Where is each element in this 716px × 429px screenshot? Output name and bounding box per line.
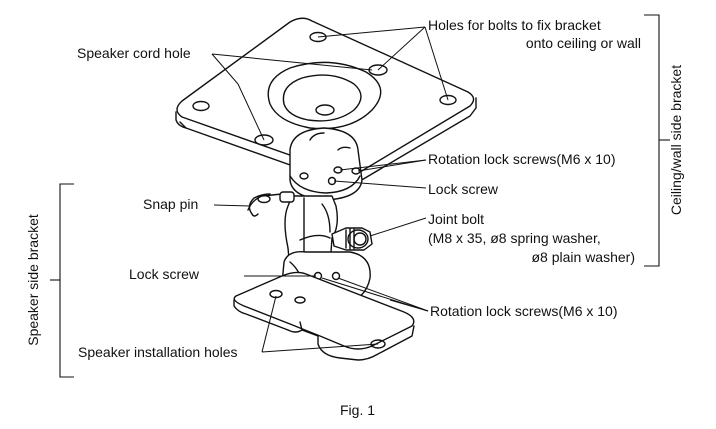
speaker-bracket-brace: [59, 183, 74, 378]
ceiling-bracket-brace: [644, 14, 660, 267]
bolt-holes-label-line1: Holes for bolts to fix bracket: [428, 17, 601, 33]
joint-bolt-icon: [331, 227, 373, 251]
leader-line: [211, 53, 373, 71]
leader-line: [237, 83, 265, 141]
speaker-cord-hole: [254, 134, 274, 146]
leader-line: [337, 277, 429, 312]
joint-bolt-label-line3: ø8 plain washer): [531, 249, 636, 265]
bolt-hole: [309, 31, 327, 43]
speaker-plate: [233, 271, 415, 361]
leader-line: [211, 53, 239, 85]
speaker-cord-hole-label: Speaker cord hole: [77, 45, 191, 61]
leader-line: [333, 180, 427, 189]
leader-line: [261, 295, 277, 353]
rotation-lock-screws-lower-label: Rotation lock screws(M6 x 10): [430, 303, 618, 319]
leader-line: [213, 204, 251, 207]
rotation-lock-screws-upper-label: Rotation lock screws(M6 x 10): [428, 151, 616, 167]
leader-line: [261, 343, 379, 353]
lock-screw-upper-label: Lock screw: [428, 181, 499, 197]
leader-line: [424, 26, 449, 101]
speaker-installation-holes-label: Speaker installation holes: [78, 344, 238, 360]
figure-caption: Fig. 1: [340, 402, 376, 418]
bolt-holes-label-line2: onto ceiling or wall: [525, 35, 641, 51]
leader-line: [369, 217, 427, 237]
snap-pin-icon: [247, 191, 295, 217]
upper-swivel-body: [289, 127, 363, 201]
joint-bolt-label-line1: Joint bolt: [428, 211, 485, 227]
snap-pin-label: Snap pin: [143, 196, 199, 212]
bolt-hole: [192, 100, 210, 112]
bolt-hole: [439, 94, 457, 106]
speaker-installation-hole: [294, 296, 306, 304]
leader-line: [317, 26, 426, 38]
plate-center-dish: [267, 61, 382, 130]
leader-line: [339, 159, 427, 171]
joint-bolt-label-line2: (M8 x 35, ø8 spring washer,: [428, 230, 601, 246]
leader-line: [357, 159, 427, 172]
lock-screw-lower-label: Lock screw: [129, 266, 200, 282]
ceiling-wall-bracket-label: Ceiling/wall side bracket: [668, 64, 684, 216]
speaker-side-bracket-label: Speaker side bracket: [25, 214, 41, 346]
leader-line: [377, 26, 426, 71]
leader-line: [389, 299, 429, 312]
